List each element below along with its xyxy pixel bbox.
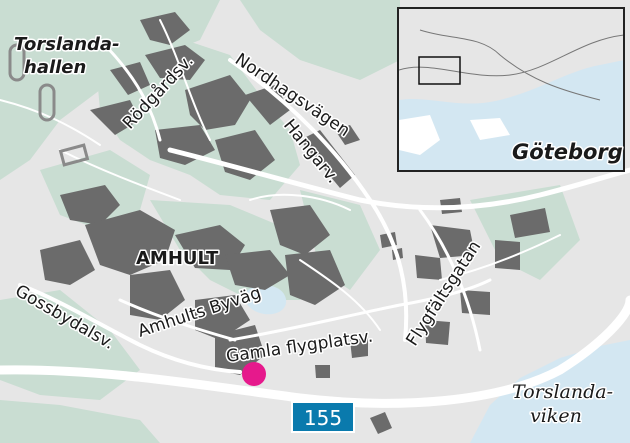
sports-tracks	[8, 43, 90, 167]
inset-island-2	[470, 118, 510, 140]
pink-circle-marker-icon[interactable]	[242, 362, 266, 386]
route-number: 155	[304, 406, 342, 430]
inset-water	[399, 60, 623, 170]
inset-city-label: Göteborg	[512, 140, 623, 164]
water-areas	[245, 285, 630, 443]
label-torslandahallen-1: Torslanda-	[14, 34, 120, 55]
inset-island	[399, 115, 440, 155]
label-torslandahallen-2: hallen	[24, 57, 86, 78]
buildings	[40, 12, 550, 434]
label-amhult: AMHULT	[136, 248, 219, 269]
roads	[0, 19, 630, 408]
label-torslandaviken-2: viken	[530, 405, 582, 427]
inset-road	[399, 34, 623, 77]
inset-focus-frame	[418, 56, 461, 85]
inset-overview-map: Göteborg	[397, 7, 625, 172]
label-torslandaviken-1: Torslanda-	[512, 381, 613, 403]
inset-road-2	[419, 29, 601, 101]
route-number-badge-icon: 155	[291, 401, 355, 433]
